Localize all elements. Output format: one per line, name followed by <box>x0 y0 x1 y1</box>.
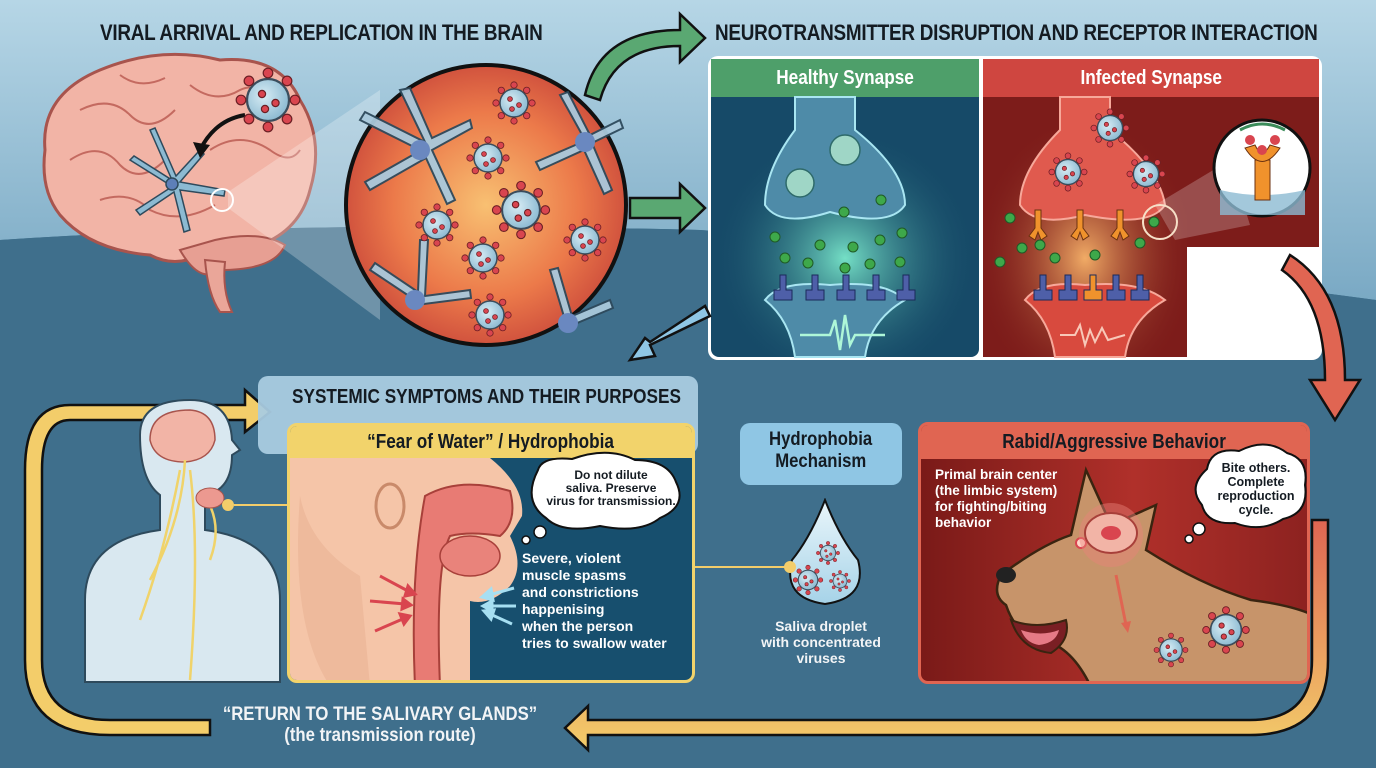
infected-synapse-label: Infected Synapse <box>1080 67 1222 89</box>
flow-arrow-red <box>1280 253 1363 423</box>
section-title-systemic-symptoms: SYSTEMIC SYMPTOMS AND THEIR PURPOSES <box>292 386 681 408</box>
zoom-circle <box>210 188 234 212</box>
human-body-illustration <box>84 398 287 683</box>
signal-wave-healthy <box>800 314 885 351</box>
thought-bubble <box>1194 443 1307 529</box>
infected-tissue-magnifier <box>344 63 628 347</box>
postsynaptic-terminal-infected <box>1023 283 1167 358</box>
section-title-neurotransmitter: NEUROTRANSMITTER DISRUPTION AND RECEPTOR… <box>715 20 1318 45</box>
rabid-behavior-title: Rabid/Aggressive Behavior <box>921 425 1307 459</box>
flow-arrow-blue <box>627 304 712 362</box>
section-title-viral-arrival: VIRAL ARRIVAL AND REPLICATION IN THE BRA… <box>100 20 543 45</box>
brain-illustration <box>42 52 380 320</box>
healthy-synapse-label: Healthy Synapse <box>776 67 914 89</box>
brain-stem <box>203 258 234 313</box>
cycle-arrow-bottom <box>563 518 1330 753</box>
receptor-row-infected <box>1033 274 1150 301</box>
hydrophobia-thought-text: Do not dilute saliva. Preserve virus for… <box>546 468 676 509</box>
neuron-nucleus <box>558 313 578 333</box>
virus-icon <box>235 67 301 133</box>
return-to-salivary-glands-label: “RETURN TO THE SALIVARY GLANDS” (the tra… <box>222 704 538 747</box>
ear-icon <box>374 482 406 530</box>
cycle-arrow-yellow-left <box>23 387 272 737</box>
rabid-behavior-card: Rabid/Aggressive Behavior Primal brain c… <box>918 422 1310 684</box>
throat-illustration <box>290 451 681 680</box>
rabid-behavior-description: Primal brain center (the limbic system) … <box>935 467 1058 530</box>
brain-icon <box>149 409 216 463</box>
synapse-comparison-panel <box>708 56 1322 360</box>
flow-arrow-green <box>583 11 707 235</box>
hydrophobia-description: Severe, violent muscle spasms and constr… <box>522 550 667 651</box>
hydrophobia-card-title: “Fear of Water” / Hydrophobia <box>290 426 692 458</box>
rabid-thought-text: Bite others. Complete reproduction cycle… <box>1217 461 1295 517</box>
neuron-nucleus <box>405 290 425 310</box>
dog-illustration <box>995 443 1307 681</box>
zoom-beam <box>228 90 380 320</box>
hydrophobia-mechanism-label: Hydrophobia Mechanism <box>740 423 902 485</box>
signal-wave-infected <box>1060 322 1126 349</box>
virus-receptor-binding <box>1028 209 1130 241</box>
hydrophobia-card: “Fear of Water” / Hydrophobia Do not dil… <box>287 423 695 683</box>
receptor-row-healthy <box>773 274 916 301</box>
thought-bubble <box>530 451 681 530</box>
neuron-nucleus <box>575 132 595 152</box>
neuron-nucleus <box>410 140 430 160</box>
saliva-droplet-icon <box>784 498 861 606</box>
saliva-droplet-caption: Saliva droplet with concentrated viruses <box>761 618 881 666</box>
